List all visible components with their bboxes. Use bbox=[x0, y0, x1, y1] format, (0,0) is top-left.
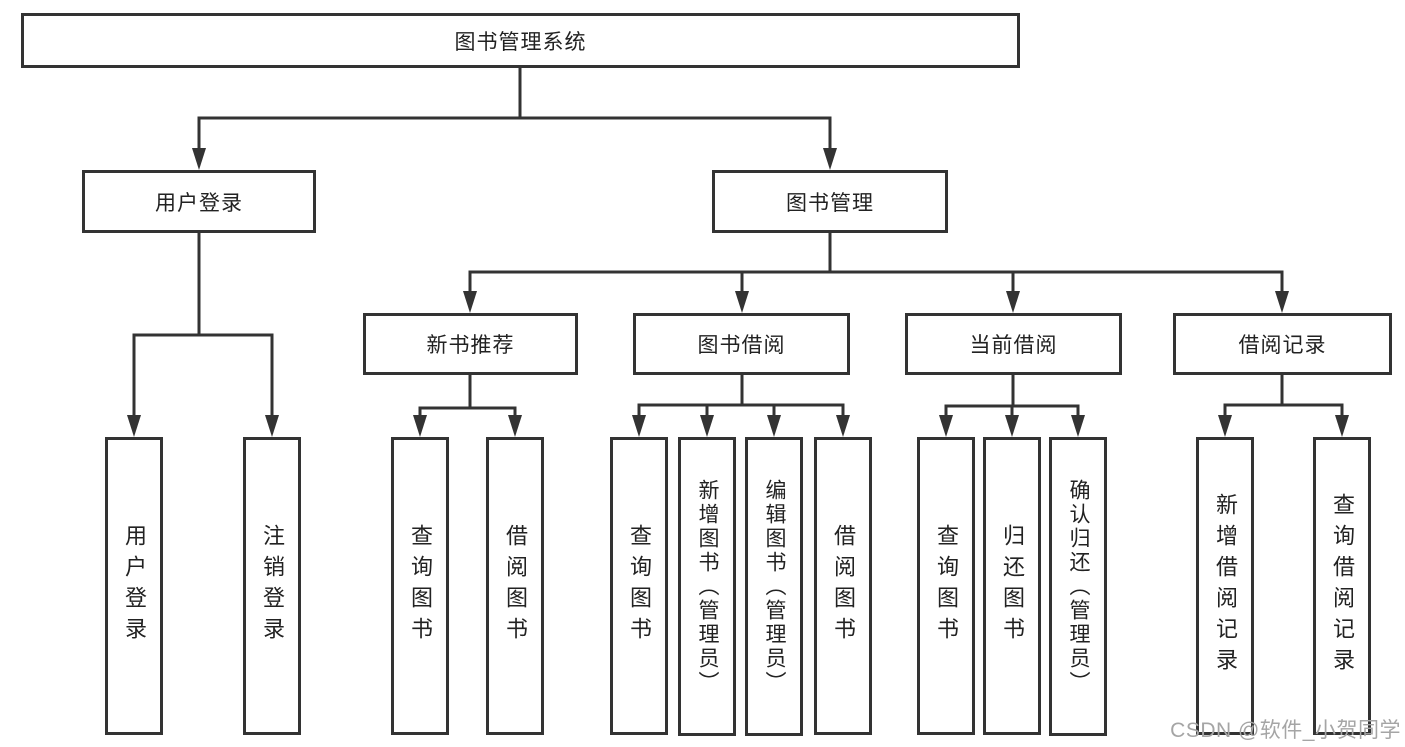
node-label: 新书推荐 bbox=[426, 334, 515, 357]
arrowhead-down-icon bbox=[463, 291, 477, 313]
node-book-management: 图书管理 bbox=[712, 170, 948, 233]
leaf-borrow-books: 借阅图书 bbox=[814, 437, 872, 735]
csdn-watermark: CSDN @软件_小贺同学 bbox=[1170, 719, 1401, 742]
connector-user-login-children bbox=[127, 231, 279, 437]
node-book-borrow: 图书借阅 bbox=[633, 313, 850, 375]
node-label: 借阅记录 bbox=[1238, 334, 1327, 357]
node-label: 用户登录 bbox=[155, 191, 243, 215]
leaf-query-books-current: 查询图书 bbox=[917, 437, 975, 735]
arrowhead-down-icon bbox=[1218, 415, 1232, 437]
node-borrow-records: 借阅记录 bbox=[1173, 313, 1392, 375]
node-label: 查询借阅记录 bbox=[1330, 493, 1355, 679]
node-root-library-system: 图书管理系统 bbox=[21, 13, 1020, 68]
arrowhead-down-icon bbox=[836, 415, 850, 437]
leaf-user-login: 用户登录 bbox=[105, 437, 163, 735]
arrowhead-down-icon bbox=[127, 415, 141, 437]
connector-book-mgmt-to-level3 bbox=[463, 232, 1289, 313]
node-label: 查询图书 bbox=[408, 524, 433, 648]
node-new-book-recommend: 新书推荐 bbox=[363, 313, 578, 375]
arrowhead-down-icon bbox=[632, 415, 646, 437]
leaf-query-books-borrow: 查询图书 bbox=[610, 437, 668, 735]
leaf-return-books: 归还图书 bbox=[983, 437, 1041, 735]
connector-root-to-level2 bbox=[192, 66, 837, 170]
node-label: 编辑图书（管理员） bbox=[763, 478, 786, 695]
leaf-borrow-books-recommend: 借阅图书 bbox=[486, 437, 544, 735]
leaf-add-borrow-record: 新增借阅记录 bbox=[1196, 437, 1254, 735]
arrowhead-down-icon bbox=[939, 415, 953, 437]
node-label: 注销登录 bbox=[260, 524, 285, 648]
arrowhead-down-icon bbox=[265, 415, 279, 437]
node-user-login: 用户登录 bbox=[82, 170, 316, 233]
node-label: 新增图书（管理员） bbox=[696, 478, 719, 695]
connector-current-borrow-children bbox=[939, 373, 1085, 437]
arrowhead-down-icon bbox=[1335, 415, 1349, 437]
arrowhead-down-icon bbox=[1071, 415, 1085, 437]
arrowhead-down-icon bbox=[700, 415, 714, 437]
connector-book-borrow-children bbox=[632, 373, 850, 437]
node-label: 当前借阅 bbox=[969, 334, 1058, 357]
node-label: 借阅图书 bbox=[831, 524, 856, 648]
node-label: 用户登录 bbox=[122, 524, 147, 648]
connector-new-books-children bbox=[413, 373, 522, 437]
leaf-confirm-return-admin: 确认归还（管理员） bbox=[1049, 437, 1107, 736]
leaf-query-borrow-record: 查询借阅记录 bbox=[1313, 437, 1371, 735]
leaf-logout: 注销登录 bbox=[243, 437, 301, 735]
arrowhead-down-icon bbox=[1005, 415, 1019, 437]
arrowhead-down-icon bbox=[1006, 291, 1020, 313]
arrowhead-down-icon bbox=[735, 291, 749, 313]
node-label: 查询图书 bbox=[934, 524, 959, 648]
node-label: 确认归还（管理员） bbox=[1067, 478, 1090, 695]
node-label: 借阅图书 bbox=[503, 524, 528, 648]
node-label: 归还图书 bbox=[1000, 524, 1025, 648]
node-label: 图书管理系统 bbox=[454, 30, 587, 54]
node-current-borrow: 当前借阅 bbox=[905, 313, 1122, 375]
arrowhead-down-icon bbox=[767, 415, 781, 437]
leaf-query-books-recommend: 查询图书 bbox=[391, 437, 449, 735]
arrowhead-down-icon bbox=[1275, 291, 1289, 313]
leaf-add-books-admin: 新增图书（管理员） bbox=[678, 437, 736, 736]
arrowhead-down-icon bbox=[413, 415, 427, 437]
leaf-edit-books-admin: 编辑图书（管理员） bbox=[745, 437, 803, 736]
node-label: 图书管理 bbox=[786, 191, 874, 215]
node-label: 查询图书 bbox=[627, 524, 652, 648]
arrowhead-down-icon bbox=[823, 148, 837, 170]
arrowhead-down-icon bbox=[508, 415, 522, 437]
node-label: 图书借阅 bbox=[697, 334, 786, 357]
arrowhead-down-icon bbox=[192, 148, 206, 170]
node-label: 新增借阅记录 bbox=[1213, 493, 1238, 679]
connector-borrow-records-children bbox=[1218, 373, 1349, 437]
